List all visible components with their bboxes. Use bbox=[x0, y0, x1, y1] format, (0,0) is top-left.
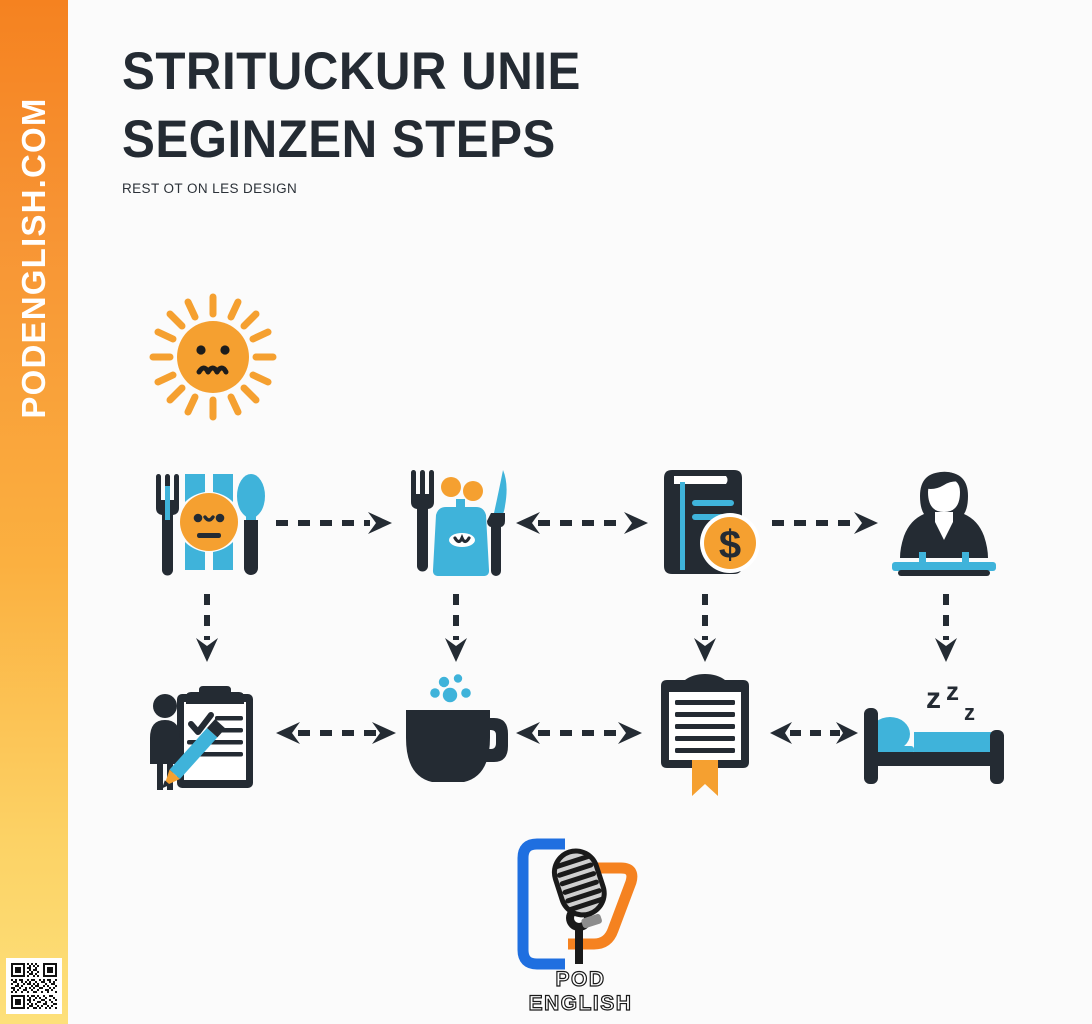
arrow-bidirectional-dashed bbox=[512, 718, 646, 753]
book-money-icon: $ bbox=[660, 466, 762, 583]
arrow-down-dashed bbox=[690, 592, 720, 669]
svg-text:z: z bbox=[964, 700, 975, 725]
arrow-right-dashed bbox=[272, 508, 396, 543]
person-podium-icon bbox=[888, 466, 1000, 583]
arrow-bidirectional-dashed bbox=[272, 718, 400, 753]
arrow-down-dashed bbox=[441, 592, 471, 669]
bed-sleep-icon: z z z bbox=[858, 672, 1010, 793]
arrow-right-dashed bbox=[768, 508, 882, 543]
page-title-line-2: SEGINZEN STEPS bbox=[122, 110, 556, 169]
logo-wordmark: POD ENGLISH bbox=[528, 967, 633, 1015]
arrow-bidirectional-dashed bbox=[766, 718, 862, 753]
svg-text:z: z bbox=[946, 676, 959, 706]
qr-code-icon[interactable] bbox=[6, 958, 62, 1014]
coffee-cup-icon bbox=[400, 674, 508, 789]
page-title-line-1: STRITUCKUR UNIE bbox=[122, 42, 581, 101]
food-jar-cutlery-icon bbox=[405, 466, 511, 583]
person-clipboard-pencil-icon bbox=[145, 680, 273, 801]
document-bookmark-icon bbox=[655, 674, 755, 801]
arrow-down-dashed bbox=[192, 592, 222, 669]
pod-english-logo bbox=[503, 834, 658, 979]
brand-sidebar: PODENGLISH.COM bbox=[0, 0, 68, 1024]
svg-text:z: z bbox=[926, 682, 941, 715]
sad-sun-icon bbox=[148, 292, 278, 427]
arrow-bidirectional-dashed bbox=[512, 508, 652, 543]
page-title: STRITUCKUR UNIE SEGINZEN STEPS bbox=[122, 38, 742, 174]
arrow-down-dashed bbox=[931, 592, 961, 669]
page-subtitle: REST OT ON LES DESIGN bbox=[122, 181, 298, 196]
svg-text:$: $ bbox=[719, 523, 741, 567]
plate-cutlery-icon bbox=[150, 468, 268, 581]
brand-sidebar-text: PODENGLISH.COM bbox=[15, 97, 52, 419]
